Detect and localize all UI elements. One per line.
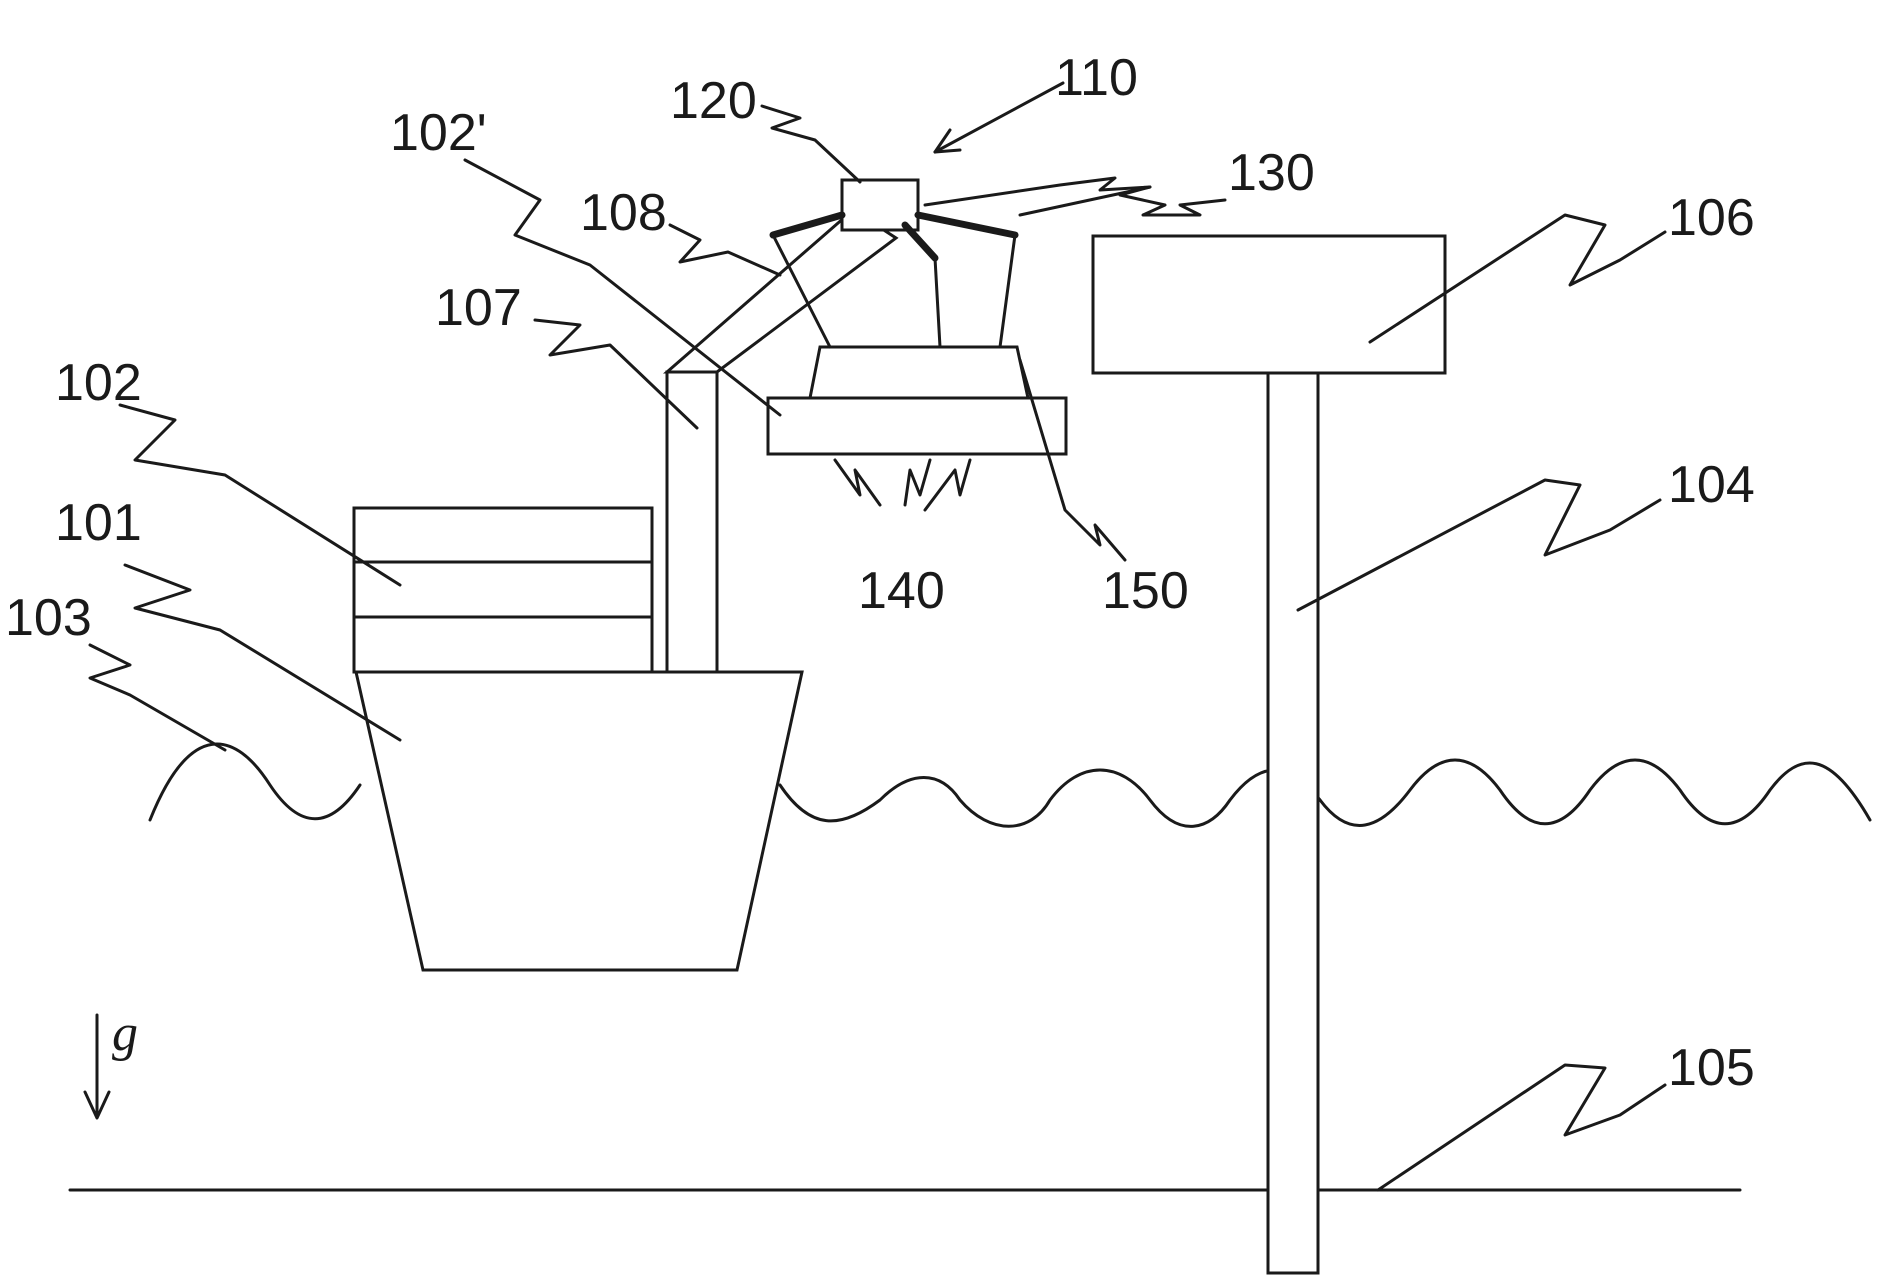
leader-120 [762, 106, 860, 182]
label-106: 106 [1668, 189, 1755, 247]
leader-150 [1020, 360, 1125, 560]
crane-column-107 [667, 372, 717, 672]
vessel-hull-101 [356, 672, 802, 970]
water-surface-right [1320, 760, 1870, 825]
label-g: g [112, 1005, 138, 1062]
leader-103 [90, 645, 225, 750]
label-110: 110 [1055, 49, 1138, 107]
label-140: 140 [858, 562, 945, 620]
label-130: 130 [1228, 144, 1315, 202]
label-103: 103 [5, 589, 92, 647]
leader-130 [925, 178, 1225, 215]
leader-108 [670, 225, 780, 275]
leader-130-b [1020, 187, 1150, 215]
label-104: 104 [1668, 456, 1755, 514]
sling-140-right [1000, 235, 1015, 347]
rope-130-mid [905, 225, 935, 258]
label-101: 101 [55, 494, 142, 552]
label-102: 102 [55, 354, 142, 412]
leader-104 [1298, 480, 1660, 610]
rope-130-right [918, 215, 1015, 235]
lifting-frame-150 [810, 347, 1028, 398]
leader-140 [835, 460, 970, 510]
label-150: 150 [1102, 562, 1189, 620]
label-120: 120 [670, 72, 757, 130]
leader-105 [1378, 1065, 1665, 1190]
sling-140-mid [935, 258, 940, 347]
leader-102 [120, 405, 400, 585]
label-108: 108 [580, 184, 667, 242]
platform-106 [1093, 236, 1445, 373]
monopile-104 [1268, 373, 1318, 1273]
leader-110 [935, 83, 1063, 152]
load-102-prime [768, 398, 1066, 454]
label-105: 105 [1668, 1039, 1755, 1097]
cargo-stack-102 [354, 508, 652, 672]
label-102-prime: 102' [390, 104, 487, 162]
label-107: 107 [435, 279, 522, 337]
